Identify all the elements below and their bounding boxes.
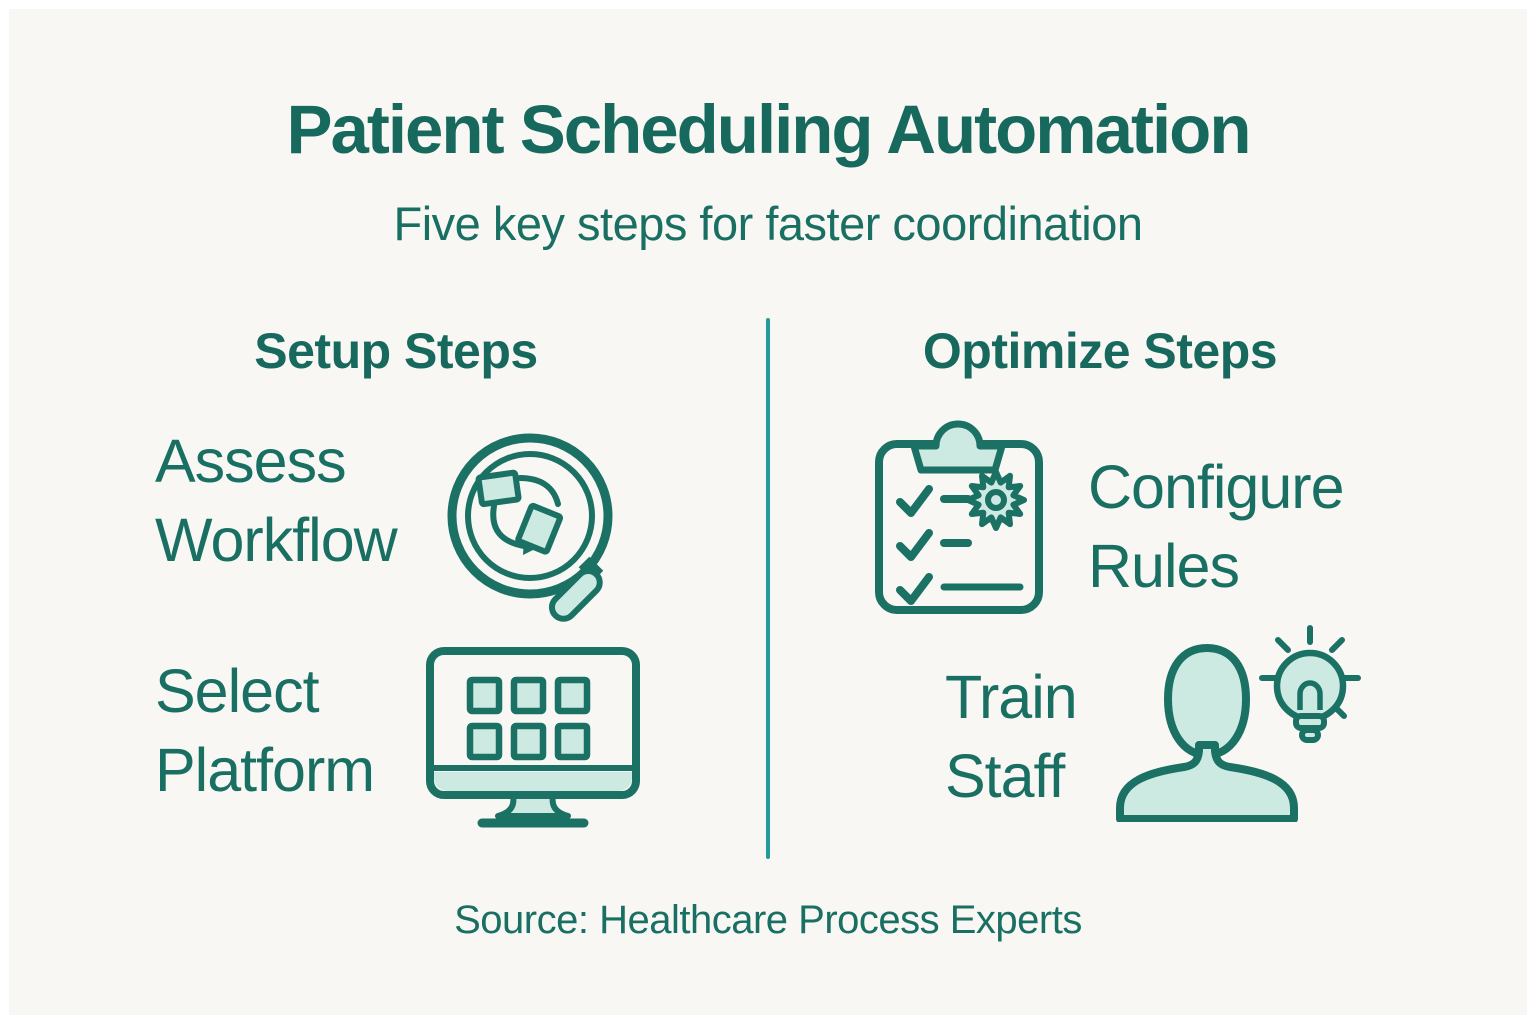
configure-rules-label: Configure Rules [1088,453,1344,601]
page-title: Patient Scheduling Automation [286,91,1252,168]
column-divider [766,318,770,859]
person-lightbulb-icon [1106,622,1364,822]
source-attribution: Source: Healthcare Process Experts [454,898,1082,942]
clipboard-gear-icon [872,416,1046,618]
setup-steps-header: Setup Steps [254,323,538,379]
magnifier-workflow-icon [438,428,650,634]
monitor-apps-icon [424,646,642,830]
train-staff-label: Train Staff [945,663,1078,811]
assess-workflow-label: Assess Workflow [155,427,398,575]
optimize-steps-header: Optimize Steps [922,323,1278,379]
select-platform-label: Select Platform [155,657,375,805]
page-subtitle: Five key steps for faster coordination [393,197,1143,250]
